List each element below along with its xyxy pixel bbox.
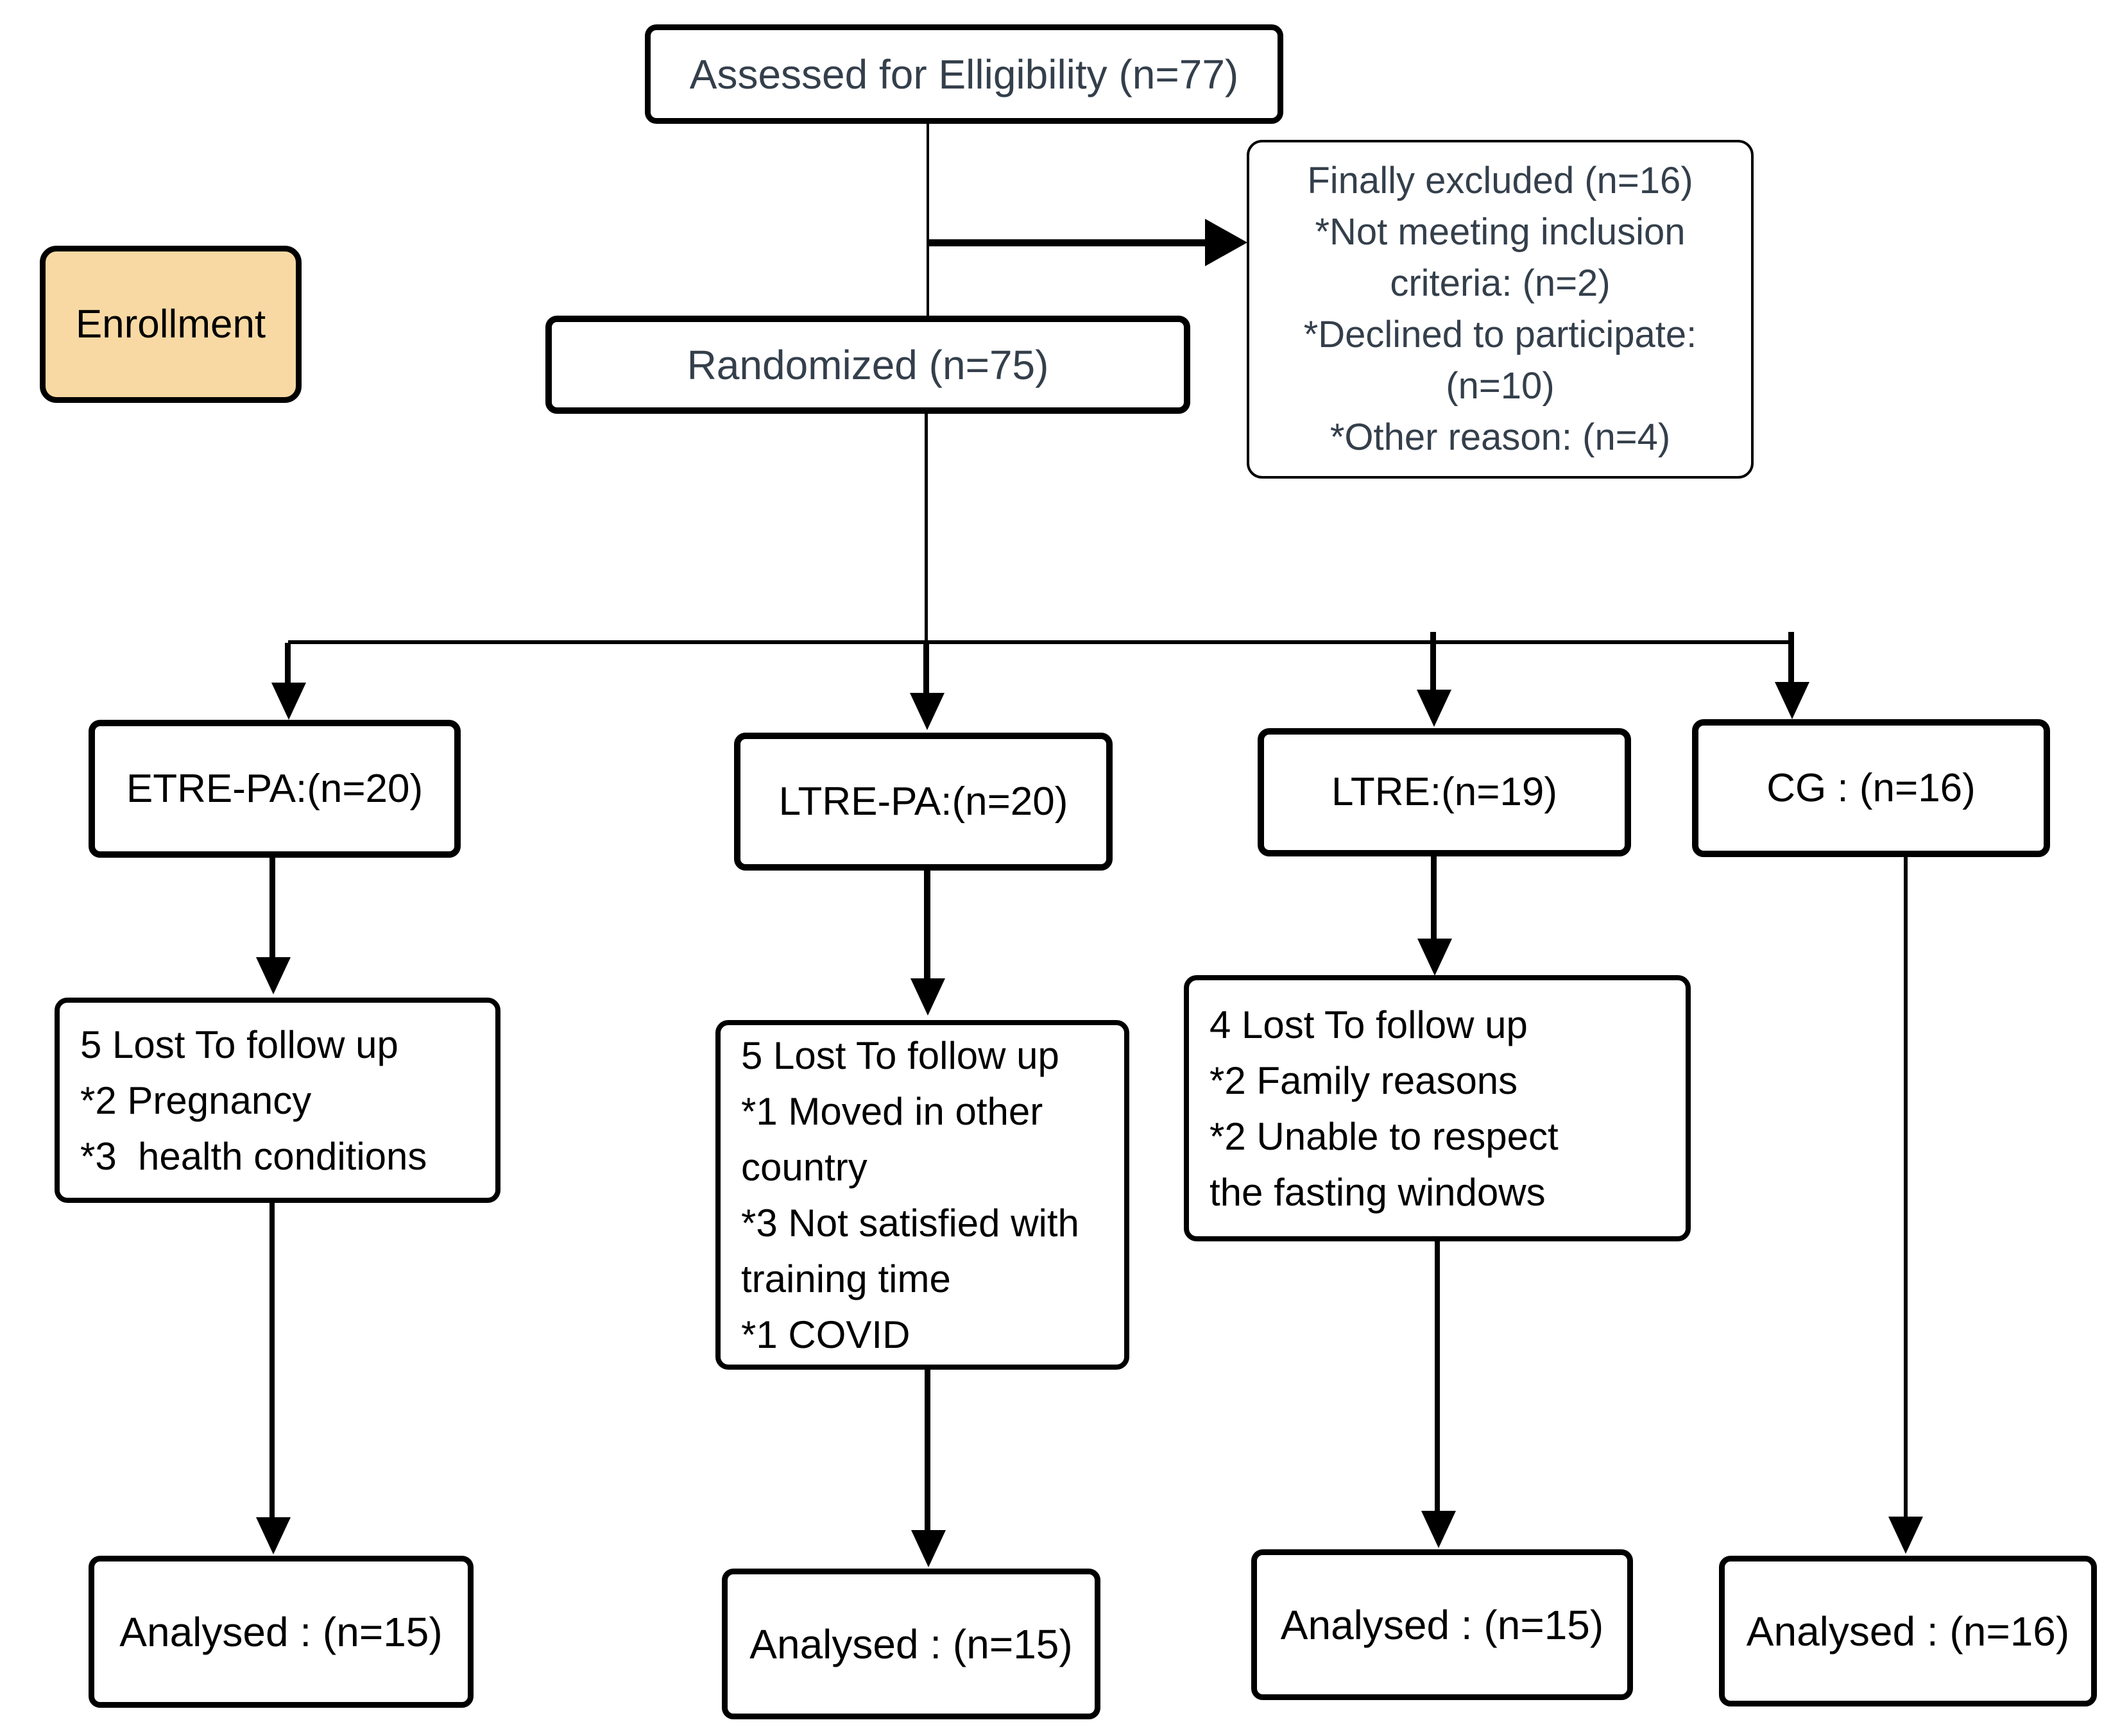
analysed-cg-label: Analysed : (n=16) [1746, 1608, 2070, 1655]
lost-box-etre-pa: 5 Lost To follow up *2 Pregnancy *3 heal… [55, 998, 500, 1203]
arrowhead-analysed-ltre-pa [911, 1530, 946, 1567]
arrowhead-ltre-pa [910, 693, 945, 730]
splitter-line [288, 640, 1793, 644]
connector-lost-analysed-ltre-pa [925, 1370, 930, 1530]
lost-line: *2 Family reasons [1210, 1059, 1518, 1102]
connector-to-cg [1788, 632, 1794, 683]
arrowhead-excluded [1205, 219, 1247, 266]
arrowhead-ltre-lost [1417, 939, 1452, 976]
connector-to-etre [285, 643, 291, 688]
randomized-label: Randomized (n=75) [687, 341, 1049, 388]
connector-excluded-shaft [928, 239, 1208, 246]
excluded-line: (n=10) [1446, 365, 1555, 407]
excluded-box: Finally excluded (n=16) *Not meeting inc… [1247, 140, 1754, 479]
analysed-box-ltre: Analysed : (n=15) [1251, 1549, 1633, 1700]
randomized-box: Randomized (n=75) [545, 316, 1190, 414]
arrowhead-analysed-etre [256, 1517, 291, 1554]
group-box-ltre: LTRE:(n=19) [1258, 728, 1631, 856]
arrowhead-analysed-ltre [1421, 1511, 1456, 1548]
excluded-line: *Other reason: (n=4) [1329, 416, 1671, 459]
connector-cg-analysed [1904, 857, 1908, 1517]
arrowhead-ltre-pa-lost [910, 978, 945, 1016]
excluded-line: *Not meeting inclusion [1315, 210, 1686, 253]
group-box-ltre-pa: LTRE-PA:(n=20) [734, 733, 1113, 871]
analysed-ltre-label: Analysed : (n=15) [1280, 1601, 1604, 1648]
group-box-etre-pa: ETRE-PA:(n=20) [89, 720, 461, 858]
analysed-box-etre-pa: Analysed : (n=15) [89, 1556, 474, 1708]
group-etre-pa-label: ETRE-PA:(n=20) [126, 766, 423, 811]
lost-line: training time [741, 1257, 951, 1300]
excluded-line: *Declined to participate: [1303, 314, 1697, 355]
lost-line: *1 Moved in other [741, 1089, 1043, 1133]
analysed-etre-pa-label: Analysed : (n=15) [119, 1608, 443, 1655]
lost-line: the fasting windows [1210, 1170, 1546, 1214]
excluded-line: Finally excluded (n=16) [1307, 159, 1693, 201]
analysed-ltre-pa-label: Analysed : (n=15) [749, 1621, 1073, 1667]
connector-randomized-splitter [925, 414, 928, 643]
analysed-box-ltre-pa: Analysed : (n=15) [722, 1569, 1100, 1719]
lost-line: *2 Pregnancy [80, 1078, 312, 1122]
lost-line: *2 Unable to respect [1210, 1114, 1559, 1158]
lost-box-ltre: 4 Lost To follow up *2 Family reasons *2… [1184, 975, 1691, 1241]
connector-to-ltre-pa [923, 643, 929, 694]
group-ltre-label: LTRE:(n=19) [1331, 770, 1558, 815]
analysed-box-cg: Analysed : (n=16) [1719, 1556, 2097, 1706]
lost-line: country [741, 1145, 868, 1189]
assessed-label: Assessed for Elligibility (n=77) [689, 51, 1239, 98]
connector-to-ltre [1430, 632, 1436, 691]
arrowhead-ltre [1417, 690, 1451, 727]
connector-ltre-lost [1431, 856, 1437, 939]
arrowhead-cg [1775, 682, 1809, 719]
connector-assessed-randomized [927, 124, 929, 316]
assessed-box: Assessed for Elligibility (n=77) [645, 24, 1283, 124]
connector-lost-analysed-etre [269, 1203, 275, 1517]
enrollment-label: Enrollment [75, 302, 266, 346]
arrowhead-etre-lost [256, 957, 291, 994]
excluded-line: criteria: (n=2) [1390, 262, 1611, 304]
group-box-cg: CG : (n=16) [1692, 719, 2050, 857]
connector-lost-analysed-ltre [1435, 1241, 1440, 1511]
lost-line: *1 COVID [741, 1313, 910, 1356]
connector-etre-lost [269, 858, 275, 957]
arrowhead-etre [271, 683, 306, 720]
lost-line: *3 Not satisfied with [741, 1201, 1079, 1245]
lost-line: 5 Lost To follow up [80, 1023, 398, 1066]
lost-line: *3 health conditions [80, 1134, 427, 1178]
lost-line: 5 Lost To follow up [741, 1034, 1059, 1077]
group-ltre-pa-label: LTRE-PA:(n=20) [778, 779, 1068, 824]
lost-line: 4 Lost To follow up [1210, 1003, 1528, 1046]
connector-ltre-pa-lost [924, 871, 930, 978]
lost-box-ltre-pa: 5 Lost To follow up *1 Moved in other co… [715, 1020, 1129, 1370]
group-cg-label: CG : (n=16) [1766, 765, 1976, 810]
enrollment-stage-box: Enrollment [40, 246, 302, 403]
arrowhead-cg-analysed [1888, 1517, 1923, 1554]
